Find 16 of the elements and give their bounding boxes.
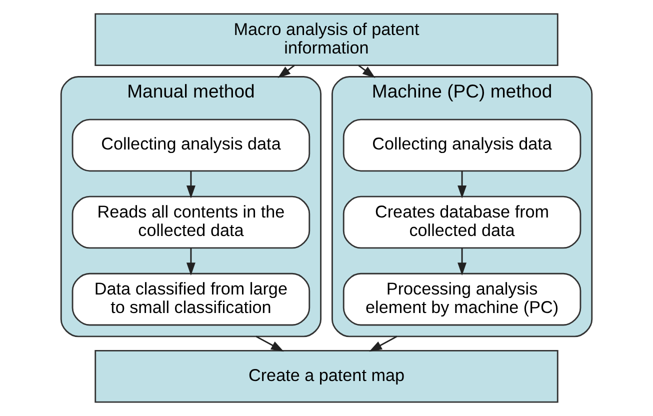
node-box: Data classified from large to small classification	[72, 272, 310, 326]
node-box: Collecting analysis data	[72, 118, 310, 172]
node-box: Macro analysis of patent information	[94, 13, 558, 66]
node-box: Processing analysis element by machine (PC)	[342, 272, 582, 326]
arrow	[458, 248, 467, 276]
node-box: Create a patent map	[94, 350, 558, 403]
arrow	[369, 336, 398, 352]
arrow	[458, 170, 467, 198]
node-box: Creates database from collected data	[342, 196, 582, 249]
arrow	[358, 64, 376, 78]
arrow	[256, 336, 284, 352]
arrow	[186, 170, 196, 198]
arrow	[278, 64, 295, 78]
node-box: Collecting analysis data	[342, 118, 582, 172]
node-box: Reads all contents in the collected data	[72, 196, 310, 249]
arrow	[186, 248, 196, 276]
